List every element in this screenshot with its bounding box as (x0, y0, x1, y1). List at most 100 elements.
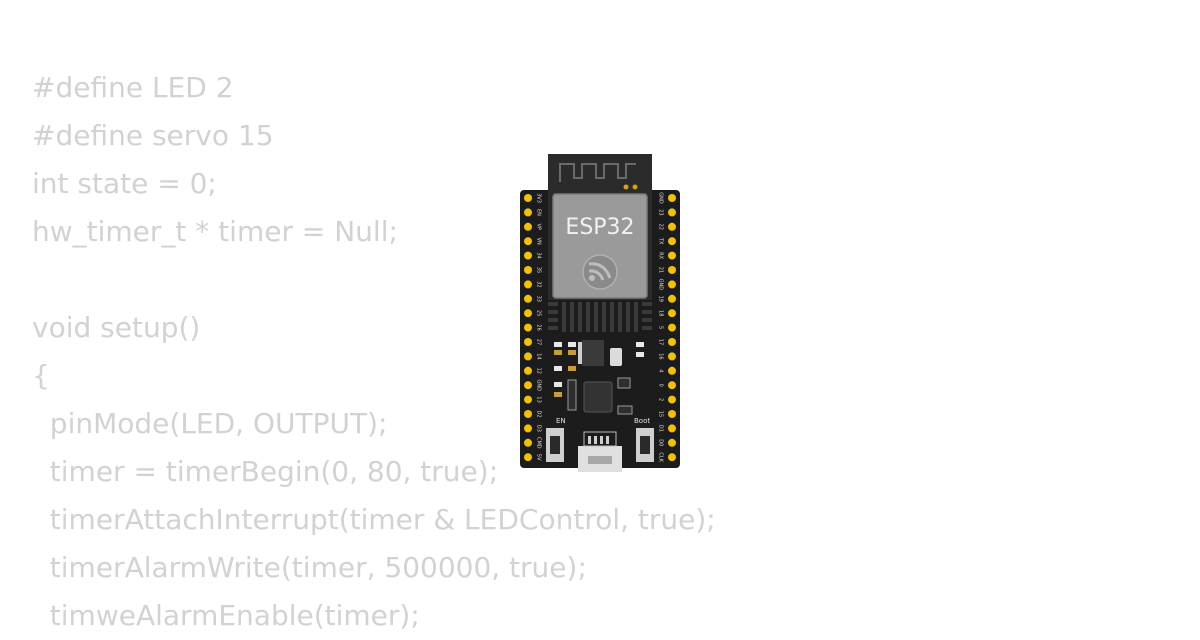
code-line: timerAlarmWrite(timer, 500000, true); (32, 551, 587, 584)
header-pin[interactable] (524, 222, 532, 231)
espressif-logo-icon (582, 254, 618, 290)
module-castellation (562, 302, 638, 332)
header-pin[interactable] (668, 366, 676, 375)
pin-label: 12 (536, 368, 542, 374)
pin-label: 15 (658, 411, 664, 417)
header-pin[interactable] (668, 352, 676, 361)
header-pin[interactable] (524, 280, 532, 289)
led-indicator (610, 348, 622, 366)
header-pin[interactable] (668, 222, 676, 231)
header-pin[interactable] (524, 251, 532, 260)
left-pin-header: 3V3ENVPVN343532332526271412GND13D2D3CMD5… (524, 193, 542, 462)
pin-label: D0 (658, 439, 664, 446)
code-line: timweAlarmEnable(timer); (32, 599, 420, 632)
pin-label: EN (536, 209, 542, 216)
header-pin[interactable] (668, 280, 676, 289)
micro-usb-port[interactable] (578, 431, 622, 472)
header-pin[interactable] (668, 266, 676, 274)
header-pin[interactable] (668, 438, 676, 447)
header-pin[interactable] (524, 323, 532, 332)
header-pin[interactable] (668, 294, 676, 303)
pin-label: 22 (658, 224, 664, 230)
header-pin[interactable] (524, 424, 532, 433)
pin-label: D3 (536, 425, 542, 432)
pin-label: 25 (536, 310, 542, 316)
smd-components (554, 342, 644, 415)
pin-label: GND (658, 279, 664, 291)
code-listing: #define LED 2 #define servo 15 int state =… (32, 64, 716, 640)
code-line: hw_timer_t * timer = Null; (32, 215, 398, 248)
header-pin[interactable] (668, 323, 676, 332)
en-button[interactable] (546, 428, 564, 462)
header-pin[interactable] (524, 309, 532, 318)
rf-shield (552, 193, 648, 299)
header-pin[interactable] (668, 338, 676, 346)
code-line: timerAttachInterrupt(timer & LEDControl,… (32, 503, 716, 536)
header-pin[interactable] (524, 294, 532, 303)
header-pin[interactable] (668, 237, 676, 246)
code-line: #define LED 2 (32, 71, 234, 104)
pin-label: VN (536, 238, 542, 245)
header-pin[interactable] (524, 381, 532, 390)
header-pin[interactable] (668, 194, 676, 202)
pin-label: 27 (536, 339, 542, 345)
esp32-board: ESP32 EN Boot (520, 154, 680, 472)
pin-label: 35 (536, 267, 542, 273)
header-pin[interactable] (524, 208, 532, 217)
voltage-regulator (582, 340, 604, 366)
pin-label: CMD (536, 437, 542, 449)
pin-label: 21 (658, 267, 664, 273)
header-pin[interactable] (668, 309, 676, 318)
header-pin[interactable] (668, 208, 676, 217)
header-pin[interactable] (524, 266, 532, 274)
pin-label: GND (658, 192, 664, 204)
pin-label: RX (658, 252, 664, 259)
pin-label: 23 (658, 209, 664, 215)
pin-label: 3V3 (536, 193, 542, 203)
header-pin[interactable] (668, 424, 676, 433)
header-pin[interactable] (668, 251, 676, 260)
header-pin[interactable] (524, 194, 532, 202)
pin-label: 5V (536, 454, 542, 461)
antenna-pad (623, 184, 629, 190)
boot-button[interactable] (636, 428, 654, 462)
code-line: void setup() (32, 311, 201, 344)
header-pin[interactable] (524, 438, 532, 447)
code-line: pinMode(LED, OUTPUT); (32, 407, 388, 440)
code-line: #define servo 15 (32, 119, 274, 152)
pin-label: D2 (536, 410, 542, 417)
pin-label: TX (658, 237, 664, 245)
code-line: { (32, 359, 50, 392)
header-pin[interactable] (524, 395, 532, 404)
header-pin[interactable] (668, 381, 676, 390)
code-line: timer = timerBegin(0, 80, true); (32, 455, 499, 488)
pin-label: 5 (658, 326, 664, 329)
usb-uart-chip (583, 381, 613, 413)
code-line: int state = 0; (32, 167, 217, 200)
pin-label: 14 (536, 353, 542, 359)
header-pin[interactable] (668, 410, 676, 418)
header-pin[interactable] (668, 453, 676, 462)
pin-label: 26 (536, 324, 542, 330)
pin-label: 33 (536, 296, 542, 302)
module-side-pads (548, 302, 652, 330)
header-pin[interactable] (524, 410, 532, 418)
en-button-label: EN (556, 417, 566, 425)
header-pin[interactable] (524, 352, 532, 361)
header-pin[interactable] (524, 366, 532, 375)
header-pin[interactable] (524, 237, 532, 246)
pin-label: GND (536, 379, 542, 391)
pin-label: 4 (658, 369, 664, 372)
pin-label: 0 (658, 384, 664, 387)
pin-label: 13 (536, 396, 542, 402)
pin-label: 34 (536, 252, 542, 258)
pin-label: CLK (658, 452, 664, 462)
antenna-trace (559, 163, 636, 182)
pin-label: D1 (658, 425, 664, 432)
header-pin[interactable] (524, 338, 532, 346)
header-pin[interactable] (668, 395, 676, 404)
boot-button-label: Boot (634, 417, 650, 425)
header-pin[interactable] (524, 453, 532, 462)
pin-label: 32 (536, 281, 542, 287)
